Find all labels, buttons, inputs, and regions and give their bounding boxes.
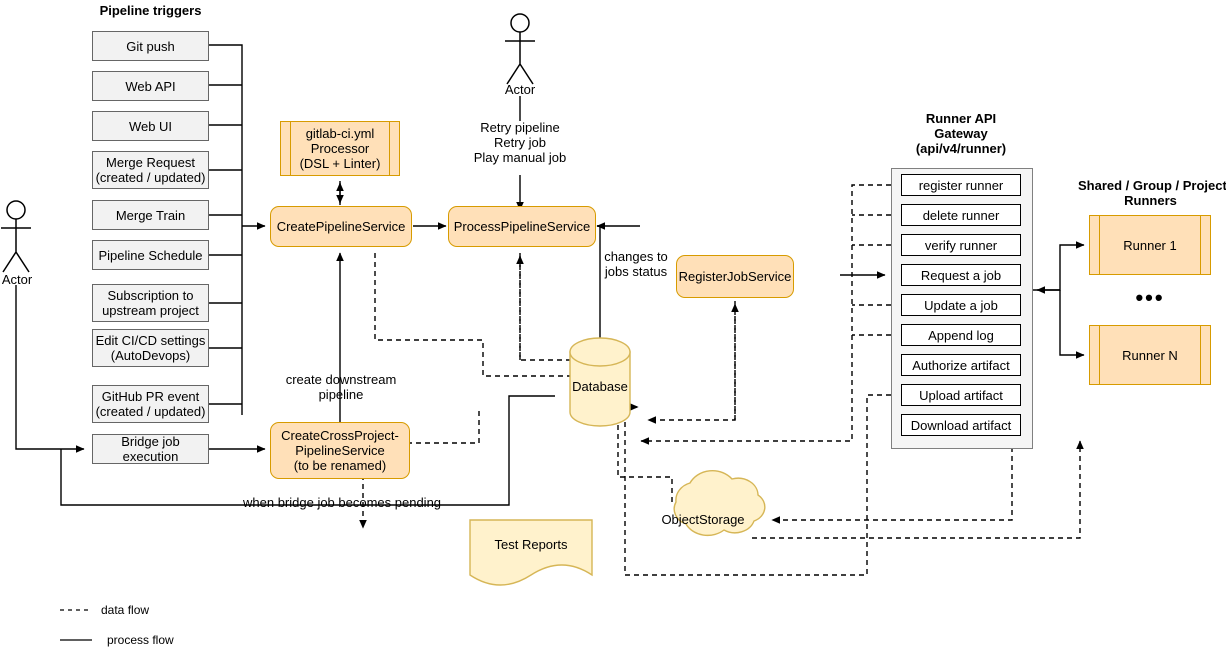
gateway-endpoint-register-runner[interactable]: register runner: [901, 174, 1021, 196]
gateway-endpoint-authorize-artifact[interactable]: Authorize artifact: [901, 354, 1021, 376]
edge-label-create-downstream-pipeline: create downstream pipeline: [285, 372, 397, 402]
edge-gateway-register-runner: [640, 184, 891, 445]
trigger-github-pr-event[interactable]: GitHub PR event (created / updated): [92, 385, 209, 423]
actor-top-figure: [505, 13, 535, 85]
edge-label-changes-to-jobs-status: changes to jobs status: [604, 249, 668, 279]
edge-gateway-to-runner1: [1031, 241, 1085, 291]
service-create-cross-project-pipeline[interactable]: CreateCrossProject- PipelineService (to …: [270, 422, 410, 479]
edge-registerjob-to-db: [647, 301, 736, 424]
service-register-job[interactable]: RegisterJobService: [676, 255, 794, 298]
trigger-web-api[interactable]: Web API: [92, 71, 209, 101]
edge-runners-to-gateway: [1036, 286, 1085, 359]
gateway-endpoint-upload-artifact[interactable]: Upload artifact: [901, 384, 1021, 406]
service-create-pipeline[interactable]: CreatePipelineService: [270, 206, 412, 247]
trigger-label: GitHub PR event (created / updated): [95, 389, 206, 419]
endpoint-label: Upload artifact: [919, 387, 1003, 403]
edge-triggers-bus: [209, 44, 266, 415]
service-label: RegisterJobService: [678, 269, 792, 284]
component-label: gitlab-ci.yml Processor (DSL + Linter): [299, 126, 381, 171]
endpoint-label: verify runner: [924, 237, 998, 253]
endpoint-label: register runner: [918, 177, 1004, 193]
service-label: ProcessPipelineService: [453, 219, 591, 234]
trigger-subscription-upstream[interactable]: Subscription to upstream project: [92, 284, 209, 322]
test-reports-document: [469, 519, 593, 586]
object-storage-label: ObjectStorage: [661, 512, 745, 527]
edge-gateway-to-objectstorage: [771, 447, 1013, 524]
trigger-merge-train[interactable]: Merge Train: [92, 200, 209, 230]
gateway-endpoint-download-artifact[interactable]: Download artifact: [901, 414, 1021, 436]
edge-createpipeline-to-db: [374, 253, 581, 380]
trigger-pipeline-schedule[interactable]: Pipeline Schedule: [92, 240, 209, 270]
pipeline-triggers-heading: Pipeline triggers: [99, 3, 202, 18]
trigger-label: Merge Train: [115, 207, 186, 223]
component-gitlab-ci-yml-processor[interactable]: gitlab-ci.yml Processor (DSL + Linter): [280, 121, 400, 176]
gateway-endpoint-request-a-job[interactable]: Request a job: [901, 264, 1021, 286]
trigger-label: Pipeline Schedule: [98, 247, 203, 263]
service-label: CreatePipelineService: [276, 219, 406, 234]
edge-actor-left-to-bridge: [15, 285, 85, 453]
gateway-endpoint-delete-runner[interactable]: delete runner: [901, 204, 1021, 226]
trigger-git-push[interactable]: Git push: [92, 31, 209, 61]
endpoint-label: Authorize artifact: [912, 357, 1010, 373]
runner-label: Runner N: [1122, 347, 1178, 363]
runner-api-gateway-heading: Runner API Gateway (api/v4/runner): [915, 111, 1007, 156]
database-label: Database: [572, 379, 628, 394]
runners-heading: Shared / Group / Project Runners: [1078, 178, 1226, 208]
gateway-endpoint-verify-runner[interactable]: verify runner: [901, 234, 1021, 256]
actor-top-label: Actor: [504, 82, 536, 97]
trigger-label: Merge Request (created / updated): [95, 155, 206, 185]
test-reports-label: Test Reports: [494, 537, 568, 552]
gateway-endpoint-append-log[interactable]: Append log: [901, 324, 1021, 346]
endpoint-label: Update a job: [924, 297, 998, 313]
edge-db-to-processpipeline: [519, 253, 581, 364]
endpoint-label: Download artifact: [910, 417, 1012, 433]
trigger-label: Web UI: [128, 118, 173, 134]
edge-objectstorage-to-db: [614, 410, 673, 502]
edge-gateway-upload-artifact: [624, 394, 891, 576]
actor-left-figure: [1, 200, 31, 273]
trigger-label: Edit CI/CD settings (AutoDevops): [95, 333, 206, 363]
edge-objectstorage-to-download-artifact: [752, 440, 1084, 539]
endpoint-label: Request a job: [920, 267, 1002, 283]
runners-ellipsis: •••: [1135, 285, 1165, 310]
legend-item-data-flow: data flow: [101, 603, 150, 617]
edge-db-to-processpipeline-status: [596, 222, 640, 340]
runner-1[interactable]: Runner 1: [1089, 215, 1211, 275]
actor-left-label: Actor: [1, 272, 33, 287]
trigger-web-ui[interactable]: Web UI: [92, 111, 209, 141]
edge-label-retry: Retry pipeline Retry job Play manual job: [473, 120, 567, 165]
service-label: CreateCrossProject- PipelineService (to …: [281, 428, 399, 473]
trigger-label: Bridge job execution: [121, 434, 180, 464]
edge-label-when-bridge-job-pending: when bridge job becomes pending: [243, 495, 442, 510]
service-process-pipeline[interactable]: ProcessPipelineService: [448, 206, 596, 247]
trigger-bridge-job-execution[interactable]: Bridge job execution: [92, 434, 209, 464]
runner-label: Runner 1: [1123, 237, 1177, 253]
trigger-edit-cicd-settings[interactable]: Edit CI/CD settings (AutoDevops): [92, 329, 209, 367]
runner-n[interactable]: Runner N: [1089, 325, 1211, 385]
trigger-label: Git push: [126, 38, 175, 54]
trigger-label: Subscription to upstream project: [102, 288, 199, 318]
endpoint-label: Append log: [928, 327, 994, 343]
endpoint-label: delete runner: [922, 207, 1000, 223]
legend-item-process-flow: process flow: [107, 633, 174, 647]
gateway-endpoint-update-a-job[interactable]: Update a job: [901, 294, 1021, 316]
trigger-merge-request[interactable]: Merge Request (created / updated): [92, 151, 209, 189]
trigger-label: Web API: [125, 78, 176, 94]
